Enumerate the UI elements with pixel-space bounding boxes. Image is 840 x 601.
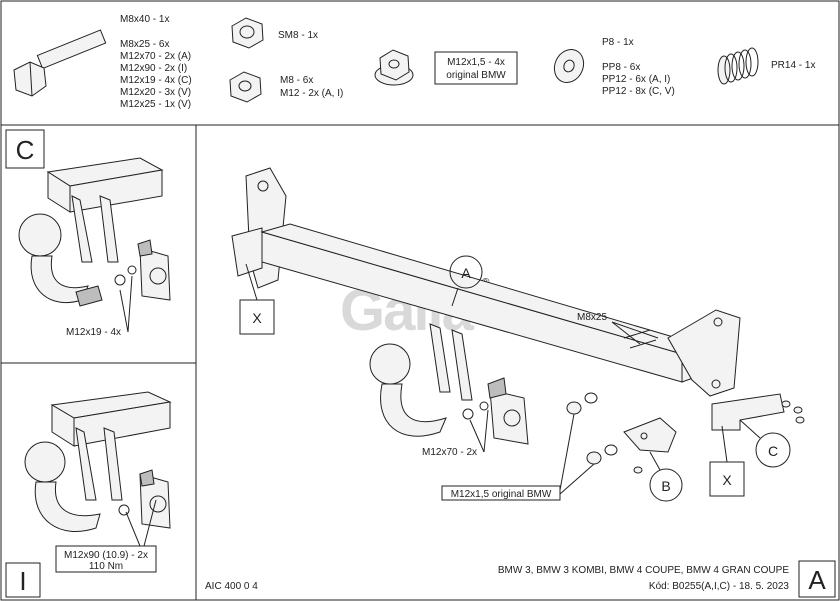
panel-c-leader-lines: [119, 275, 133, 333]
corner-letter-box: [798, 560, 836, 598]
part-washer-p8: P8 - 1x: [602, 37, 634, 48]
part-nut-m12: M12 - 2x (A, I): [280, 88, 343, 99]
panel-i-callout-bolt: M12x90 (10.9) - 2x: [64, 550, 148, 561]
panel-c-letter-box: [5, 129, 45, 169]
callout-bmw-leader: [559, 413, 595, 495]
bolt-illustration: [13, 29, 107, 97]
bmw-nut-box: [434, 51, 518, 85]
part-nut-m8: M8 - 6x: [280, 75, 313, 86]
callout-a-leader: [451, 287, 459, 307]
bolt-m12x19: M12x19 - 4x (C): [120, 75, 192, 86]
washer-icon: [553, 48, 585, 84]
callout-bmw-nuts-box: [441, 485, 561, 501]
bolt-m12x90: M12x90 - 2x (I): [120, 63, 187, 74]
spring-icon: [717, 47, 759, 85]
callout-x-left-label: X: [252, 310, 262, 326]
callout-b-circle: [649, 468, 683, 502]
corner-letter: A: [808, 565, 826, 595]
bolt-list: M8x40 - 1x M8x25 - 6x M12x70 - 2x (A) M1…: [120, 14, 192, 110]
flange-nut-icon: [374, 49, 414, 86]
callout-c-circle: [755, 432, 791, 468]
panel-c-callout: M12x19 - 4x: [66, 327, 121, 338]
part-washer-pp12-ai: PP12 - 6x (A, I): [602, 74, 670, 85]
part-spring: PR14 - 1x: [771, 60, 815, 71]
bolt-m12x20: M12x20 - 3x (V): [120, 87, 191, 98]
callout-x-left-leader: [245, 263, 258, 301]
part-washer-pp8: PP8 - 6x: [602, 62, 640, 73]
callout-c-leader: [739, 419, 761, 439]
callout-m12x70-leader: [469, 409, 489, 453]
bolt-m8x25: M8x25 - 6x: [120, 39, 169, 50]
main-towbar-drawing: [231, 167, 805, 474]
callout-m8x25: M8x25: [577, 312, 607, 323]
callout-b-leader: [649, 451, 661, 471]
callout-c-label: C: [768, 443, 778, 459]
bolt-m8x40: M8x40 - 1x: [120, 14, 169, 25]
callout-x-right-leader: [721, 425, 728, 463]
bolt-m12x25: M12x25 - 1x (V): [120, 99, 191, 110]
panel-i-callout-box: [55, 545, 157, 573]
part-washer-pp12-cv: PP12 - 8x (C, V): [602, 86, 675, 97]
vehicle-models: BMW 3, BMW 3 KOMBI, BMW 4 COUPE, BMW 4 G…: [498, 565, 789, 576]
panel-i-leader-lines: [125, 499, 157, 547]
callout-a-label: A: [461, 265, 471, 281]
callout-m8x25-leader: [611, 321, 659, 345]
document-code: Kód: B0255(A,I,C) - 18. 5. 2023: [649, 581, 790, 592]
part-sm8: SM8 - 1x: [278, 30, 318, 41]
part-bmw-nut-note: original BMW: [446, 70, 506, 81]
callout-bmw-nuts: M12x1,5 original BMW: [451, 489, 552, 500]
panel-i-towbar-drawing: [24, 391, 172, 532]
bolt-m12x70: M12x70 - 2x (A): [120, 51, 191, 62]
panel-i-letter-box: [5, 562, 41, 598]
hex-nut-icon: [229, 71, 262, 103]
panel-i-letter: I: [19, 566, 26, 596]
aic-code: AIC 400 0 4: [205, 581, 258, 592]
panel-c-towbar-drawing: [18, 157, 171, 307]
callout-a-circle: [449, 255, 483, 289]
callout-x-right-label: X: [722, 472, 732, 488]
part-bmw-nut-size: M12x1,5 - 4x: [447, 57, 505, 68]
panel-c-letter: C: [16, 135, 35, 165]
callout-b-label: B: [661, 478, 670, 494]
callout-m12x70: M12x70 - 2x: [422, 447, 477, 458]
panel-i-callout-torque: 110 Nm: [89, 561, 123, 572]
sm8-nut-icon: [231, 17, 264, 49]
